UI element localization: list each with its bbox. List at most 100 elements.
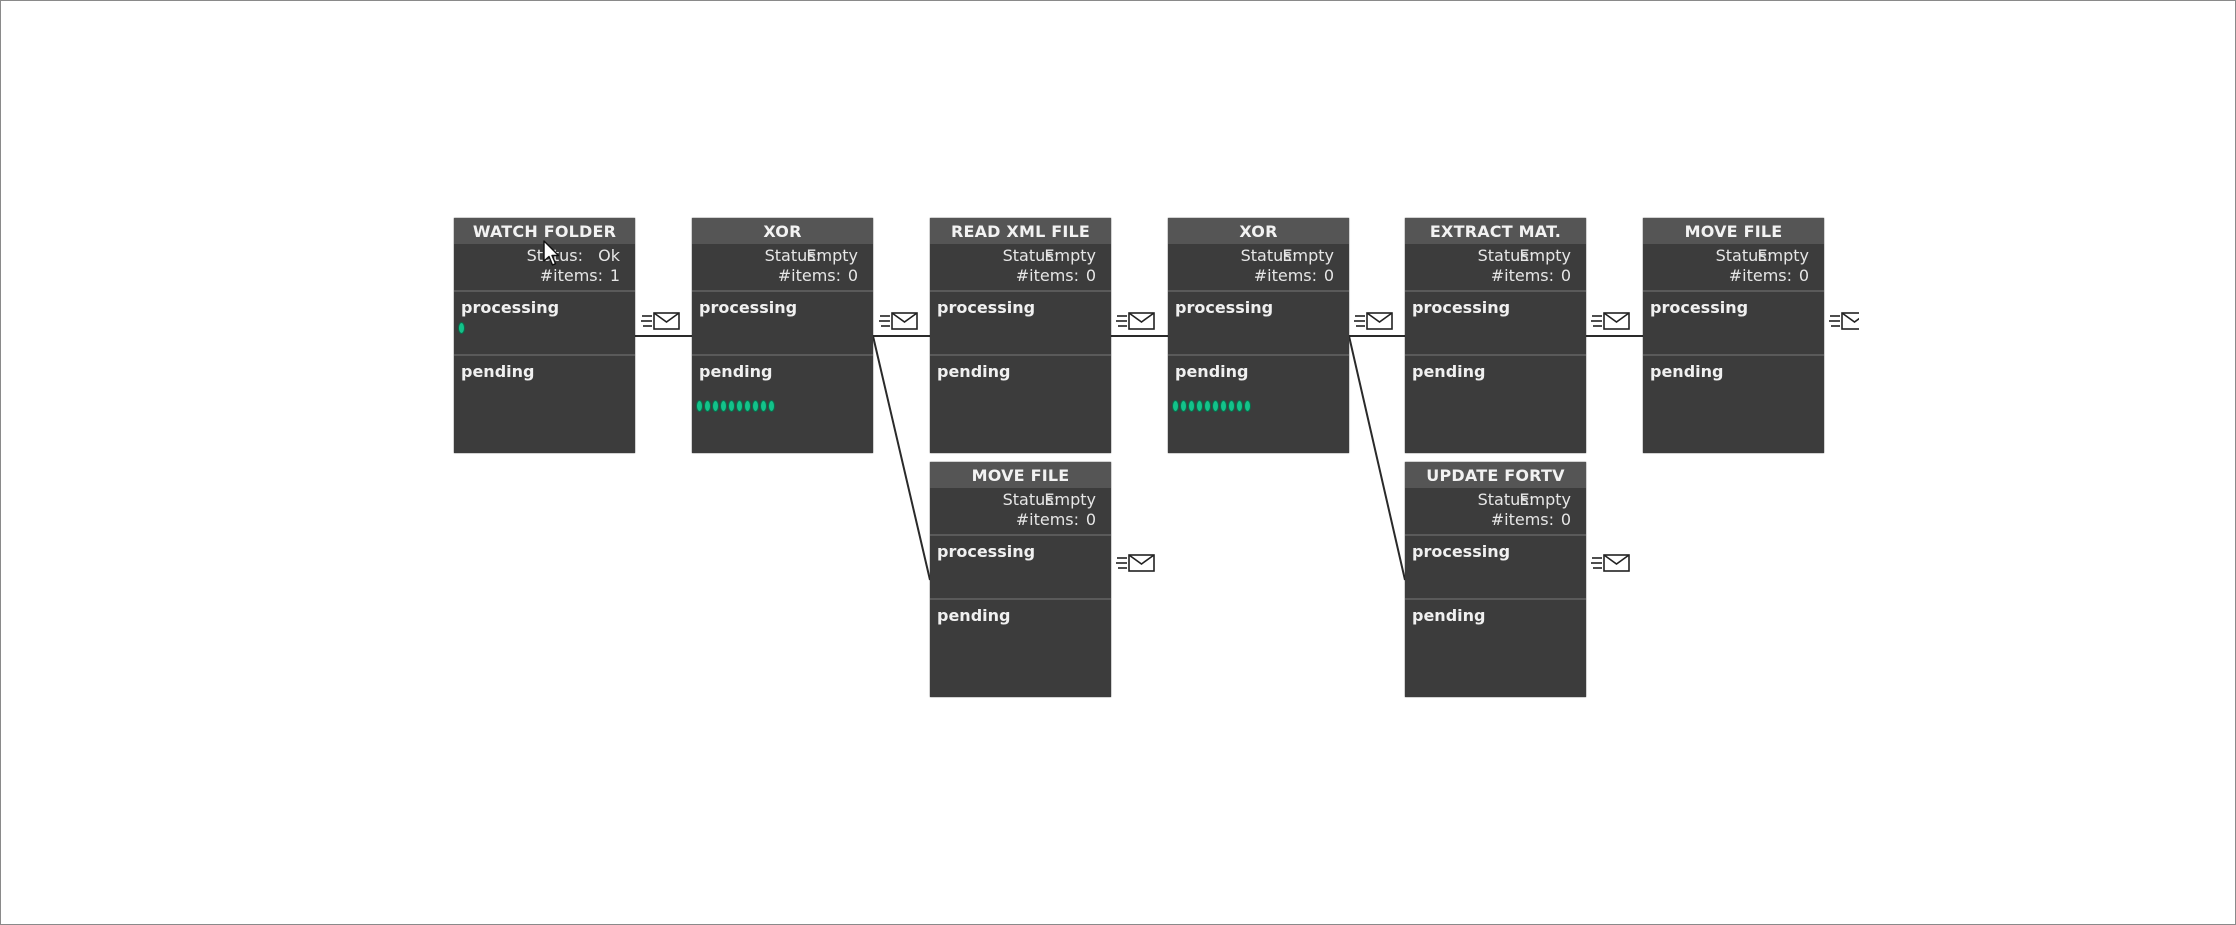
- item-token: [720, 400, 727, 412]
- node-stats: Status:Empty #items: 0: [692, 244, 873, 292]
- item-token: [1220, 400, 1227, 412]
- items-value: 0: [1085, 510, 1096, 529]
- node-stats: Status:Empty #items:0: [1405, 488, 1586, 536]
- node-move-file-1[interactable]: MOVE FILE Status:Empty #items:0 processi…: [1643, 218, 1824, 453]
- processing-label: processing: [461, 298, 560, 317]
- pending-section: pending: [1405, 356, 1586, 451]
- item-token: [458, 322, 465, 334]
- pending-section: pending: [454, 356, 635, 451]
- pending-label: pending: [461, 362, 535, 381]
- node-watch-folder[interactable]: WATCH FOLDER Status:Ok #items:1 processi…: [454, 218, 635, 453]
- mouse-cursor-icon: [543, 240, 560, 266]
- items-value: 1: [609, 266, 620, 285]
- node-title: XOR: [1168, 218, 1349, 244]
- processing-section: processing: [1405, 536, 1586, 600]
- pending-label: pending: [1412, 606, 1486, 625]
- item-token: [712, 400, 719, 412]
- status-label: Status:: [1477, 490, 1534, 509]
- pending-tokens: [696, 400, 776, 412]
- status-label: Status:: [764, 246, 821, 265]
- node-stats: Status:Empty #items:0: [1168, 244, 1349, 292]
- items-label: #items:: [1490, 266, 1554, 285]
- items-value: 0: [1085, 266, 1096, 285]
- items-label: #items:: [1490, 510, 1554, 529]
- processing-section: processing: [930, 536, 1111, 600]
- status-value: Ok: [598, 246, 620, 265]
- item-token: [1236, 400, 1243, 412]
- item-token: [768, 400, 775, 412]
- envelope-icon[interactable]: [1116, 310, 1156, 332]
- items-label: #items:: [539, 266, 603, 285]
- processing-label: processing: [937, 298, 1036, 317]
- status-value: Empty: [806, 246, 858, 265]
- node-title: WATCH FOLDER: [454, 218, 635, 244]
- envelope-icon[interactable]: [1591, 310, 1631, 332]
- connection-line: [1348, 335, 1406, 581]
- items-label: #items:: [1015, 266, 1079, 285]
- node-title: EXTRACT MAT.: [1405, 218, 1586, 244]
- item-token: [1172, 400, 1179, 412]
- processing-label: processing: [1650, 298, 1749, 317]
- processing-section: processing: [692, 292, 873, 356]
- processing-label: processing: [1412, 542, 1511, 561]
- node-stats: Status:Empty #items:0: [930, 244, 1111, 292]
- items-label: #items:: [1015, 510, 1079, 529]
- processing-label: processing: [1412, 298, 1511, 317]
- item-token: [752, 400, 759, 412]
- pending-tokens: [1172, 400, 1252, 412]
- item-token: [1204, 400, 1211, 412]
- processing-section: processing: [1643, 292, 1824, 356]
- node-extract-mat[interactable]: EXTRACT MAT. Status:Empty #items:0 proce…: [1405, 218, 1586, 453]
- node-xor-1[interactable]: XOR Status:Empty #items: 0 processing pen…: [692, 218, 873, 453]
- item-token: [1212, 400, 1219, 412]
- processing-label: processing: [1175, 298, 1274, 317]
- pending-section: pending: [1405, 600, 1586, 695]
- item-token: [728, 400, 735, 412]
- pending-section: pending: [930, 356, 1111, 451]
- node-title: UPDATE FORTV: [1405, 462, 1586, 488]
- pending-label: pending: [937, 362, 1011, 381]
- connection-line: [872, 335, 931, 581]
- items-label: #items:: [1728, 266, 1792, 285]
- pending-section: pending: [1643, 356, 1824, 451]
- pending-section: pending: [1168, 356, 1349, 451]
- node-title: XOR: [692, 218, 873, 244]
- node-title: MOVE FILE: [930, 462, 1111, 488]
- pending-label: pending: [937, 606, 1011, 625]
- item-token: [696, 400, 703, 412]
- status-label: Status:: [1240, 246, 1297, 265]
- item-token: [704, 400, 711, 412]
- item-token: [1228, 400, 1235, 412]
- item-token: [1180, 400, 1187, 412]
- status-value: Empty: [1519, 490, 1571, 509]
- status-label: Status:: [1715, 246, 1772, 265]
- status-label: Status:: [1002, 490, 1059, 509]
- node-move-file-2[interactable]: MOVE FILE Status:Empty #items:0 processi…: [930, 462, 1111, 697]
- processing-label: processing: [699, 298, 798, 317]
- envelope-icon[interactable]: [1116, 552, 1156, 574]
- items-value: 0: [1798, 266, 1809, 285]
- envelope-icon[interactable]: [1591, 552, 1631, 574]
- envelope-icon[interactable]: [1829, 310, 1859, 332]
- pending-label: pending: [1650, 362, 1724, 381]
- status-label: Status:: [1002, 246, 1059, 265]
- items-label: #items:: [777, 266, 841, 285]
- pending-label: pending: [1175, 362, 1249, 381]
- node-title: MOVE FILE: [1643, 218, 1824, 244]
- status-value: Empty: [1282, 246, 1334, 265]
- node-read-xml-file[interactable]: READ XML FILE Status:Empty #items:0 proc…: [930, 218, 1111, 453]
- item-token: [1196, 400, 1203, 412]
- envelope-icon[interactable]: [879, 310, 919, 332]
- items-value: 0: [847, 266, 858, 285]
- item-token: [736, 400, 743, 412]
- pending-label: pending: [699, 362, 773, 381]
- envelope-icon[interactable]: [641, 310, 681, 332]
- node-update-fortv[interactable]: UPDATE FORTV Status:Empty #items:0 proce…: [1405, 462, 1586, 697]
- envelope-icon[interactable]: [1354, 310, 1394, 332]
- processing-tokens: [458, 322, 466, 334]
- pending-label: pending: [1412, 362, 1486, 381]
- items-label: #items:: [1253, 266, 1317, 285]
- node-stats: Status:Empty #items:0: [1643, 244, 1824, 292]
- node-xor-2[interactable]: XOR Status:Empty #items:0 processing pen…: [1168, 218, 1349, 453]
